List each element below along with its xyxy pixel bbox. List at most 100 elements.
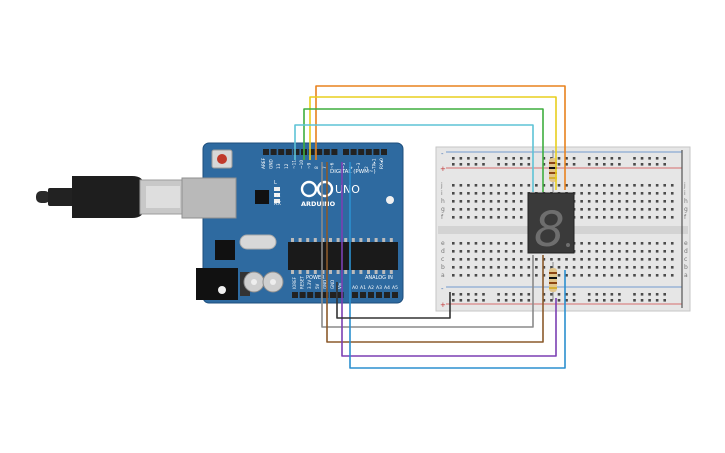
row-letter: c bbox=[684, 256, 687, 263]
rail-minus-label: - bbox=[441, 285, 444, 293]
tx-label: TX bbox=[273, 193, 281, 199]
header-pin[interactable] bbox=[331, 149, 338, 155]
row-letter: i bbox=[441, 190, 443, 197]
wire-yellow[interactable] bbox=[309, 96, 557, 190]
power-pin-label: GND bbox=[322, 280, 327, 289]
header-pin[interactable] bbox=[358, 149, 365, 155]
header-pin[interactable] bbox=[376, 292, 382, 298]
row-letter: j bbox=[440, 182, 443, 189]
row-letter: h bbox=[441, 198, 445, 205]
analog-pin-label: A1 bbox=[360, 285, 366, 291]
resistor-top[interactable] bbox=[549, 150, 557, 192]
row-letter: e bbox=[441, 240, 445, 247]
header-pin[interactable] bbox=[323, 149, 330, 155]
header-pin[interactable] bbox=[337, 292, 344, 298]
header-pin[interactable] bbox=[263, 149, 269, 155]
row-letter: h bbox=[684, 198, 688, 205]
wire-gray[interactable] bbox=[321, 162, 534, 328]
analog-pin-label: A5 bbox=[392, 285, 398, 291]
rail-plus-label: + bbox=[440, 165, 446, 173]
header-pin[interactable] bbox=[308, 149, 315, 155]
row-letter: f bbox=[684, 214, 687, 221]
analog-pin-label: A0 bbox=[352, 285, 358, 291]
power-label: POWER bbox=[306, 275, 325, 281]
arduino-logo-icon bbox=[300, 180, 334, 198]
usb-cable[interactable] bbox=[36, 176, 185, 218]
digital-pin-label: 7 bbox=[322, 166, 328, 169]
header-pin[interactable] bbox=[285, 149, 292, 155]
row-letter: b bbox=[441, 264, 445, 271]
digital-pin-label: 12 bbox=[284, 163, 290, 169]
header-pin[interactable] bbox=[278, 149, 285, 155]
mounting-hole bbox=[386, 196, 394, 204]
wire-cyan[interactable] bbox=[294, 124, 534, 192]
header-pin[interactable] bbox=[368, 292, 374, 298]
header-pin[interactable] bbox=[314, 292, 321, 298]
analog-pin-label: A4 bbox=[384, 285, 390, 291]
header-pin[interactable] bbox=[365, 149, 372, 155]
l-led-label: L bbox=[274, 180, 277, 186]
header-pin[interactable] bbox=[316, 149, 323, 155]
digital-pin-label: ~5 bbox=[341, 162, 347, 169]
digital-pin-label: AREF bbox=[261, 157, 267, 169]
header-pin[interactable] bbox=[270, 149, 277, 155]
header-pin[interactable] bbox=[330, 292, 336, 298]
header-pin[interactable] bbox=[384, 292, 390, 298]
header-pin[interactable] bbox=[293, 149, 300, 155]
board-model: UNO bbox=[335, 183, 360, 196]
header-pin[interactable] bbox=[373, 149, 380, 155]
atmega-chip bbox=[288, 242, 398, 270]
header-pin[interactable] bbox=[352, 292, 358, 298]
digital-pin-label: 13 bbox=[276, 163, 282, 169]
header-pin[interactable] bbox=[343, 149, 349, 155]
row-letter: g bbox=[684, 206, 688, 213]
header-pin[interactable] bbox=[350, 149, 357, 155]
header-pin[interactable] bbox=[307, 292, 314, 298]
rx-label: RX bbox=[274, 201, 281, 207]
digital-pin-label: ~10 bbox=[299, 160, 305, 169]
power-pin-label: Vin bbox=[338, 282, 343, 289]
header-pin[interactable] bbox=[322, 292, 329, 298]
row-letter: a bbox=[684, 272, 688, 279]
digital-header-label: DIGITAL (PWM~) bbox=[330, 169, 376, 175]
row-letter: a bbox=[441, 272, 445, 279]
digital-pin-label: TX▸1 bbox=[371, 158, 377, 170]
row-letter: i bbox=[684, 190, 686, 197]
row-letter: d bbox=[684, 248, 688, 255]
digital-pin-label: ~9 bbox=[307, 162, 313, 169]
rail-minus-label: - bbox=[441, 150, 444, 158]
voltage-regulator bbox=[215, 240, 235, 260]
row-letter: f bbox=[441, 214, 444, 221]
wire-green[interactable] bbox=[303, 108, 544, 192]
wire-brown[interactable] bbox=[326, 162, 544, 343]
wire-black[interactable] bbox=[336, 282, 451, 319]
analog-pin-label: A2 bbox=[368, 285, 374, 291]
usb-port bbox=[181, 177, 237, 219]
row-letter: g bbox=[441, 206, 445, 213]
header-pin[interactable] bbox=[292, 292, 298, 298]
wires bbox=[294, 85, 566, 369]
power-pin-label: IOREF bbox=[292, 276, 297, 289]
power-pin-label: 5V bbox=[315, 283, 320, 289]
header-pin[interactable] bbox=[299, 292, 306, 298]
header-pin[interactable] bbox=[381, 149, 387, 155]
seven-segment-display[interactable]: 8 bbox=[527, 192, 575, 258]
row-letter: d bbox=[441, 248, 445, 255]
wire-blue[interactable] bbox=[349, 162, 566, 369]
wire-purple[interactable] bbox=[341, 162, 557, 357]
digital-pin-label: 2 bbox=[364, 166, 370, 169]
digital-pin-label: ~3 bbox=[356, 162, 362, 169]
digital-pin-label: RX◂0 bbox=[379, 158, 385, 169]
board-brand: ARDUINO bbox=[301, 200, 336, 208]
digital-pin-label: ~6 bbox=[329, 162, 335, 169]
digital-pin-label: 8 bbox=[314, 166, 320, 169]
row-letter: b bbox=[684, 264, 688, 271]
header-pin[interactable] bbox=[392, 292, 398, 298]
rail-plus-label: + bbox=[440, 301, 446, 309]
digital-pin-label: ~11 bbox=[291, 160, 297, 169]
wire-orange[interactable] bbox=[315, 85, 566, 190]
resistor-bottom[interactable] bbox=[549, 262, 557, 300]
header-pin[interactable] bbox=[360, 292, 366, 298]
